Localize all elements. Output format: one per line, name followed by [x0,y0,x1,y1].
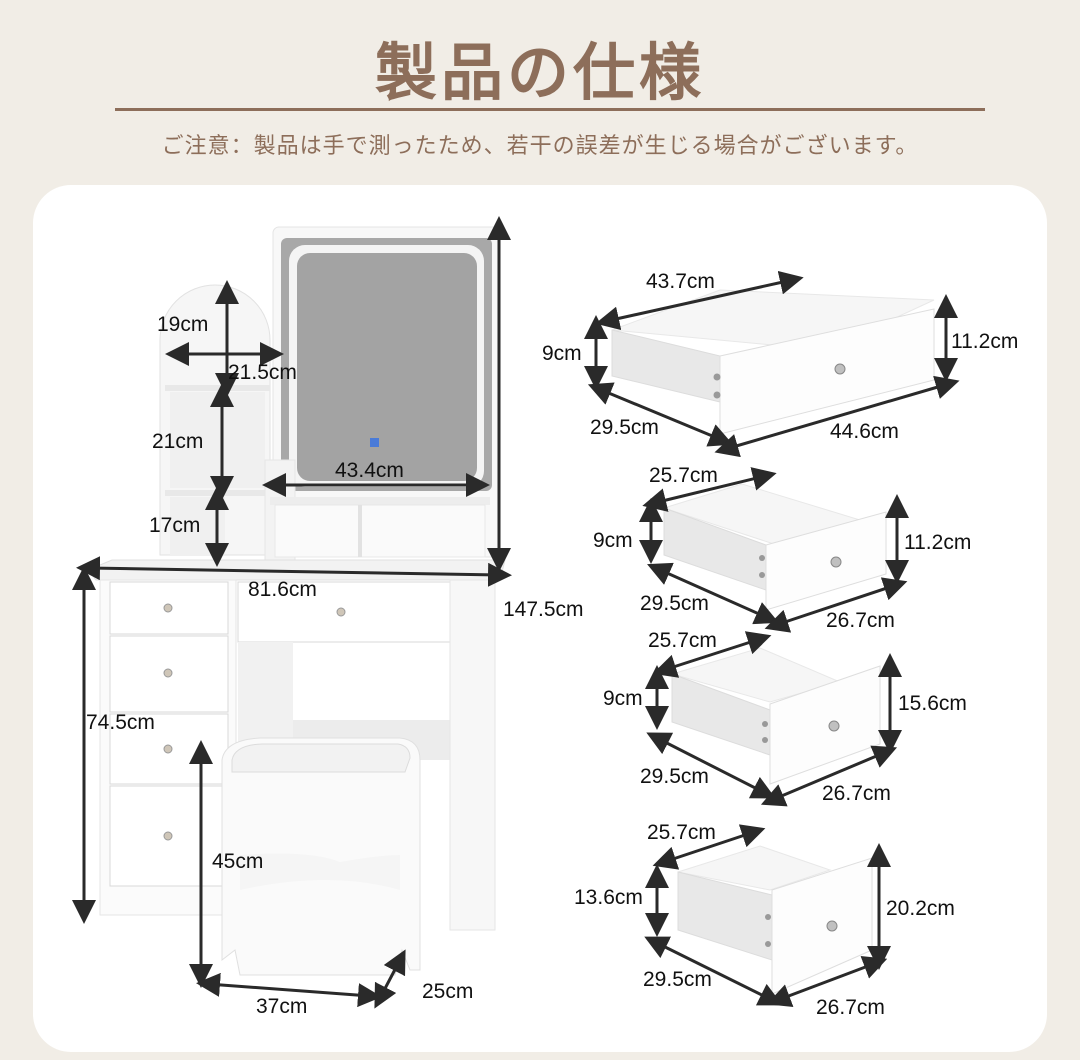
drawer-1-illustration [611,289,935,435]
drawer-3-side-height-label: 9cm [603,687,643,710]
drawer-2-front-width-label: 26.7cm [826,609,895,632]
mirror-width-label: 43.4cm [335,459,404,482]
drawer-4-front-height-label: 20.2cm [886,897,955,920]
page-title: 製品の仕様 [374,36,705,109]
shelf-width-label: 21.5cm [228,361,297,384]
stool-height-label: 45cm [212,850,264,873]
drawer-4-back-width-label: 25.7cm [647,821,716,844]
drawer-1-back-width-label: 43.7cm [646,270,715,293]
table-height-label: 74.5cm [86,711,155,734]
stool-depth-label: 25cm [422,980,474,1003]
drawer-1-front-width-label: 44.6cm [830,420,899,443]
drawer-1-side-height-label: 9cm [542,342,582,365]
measurement-notice: ご注意：製品は手で測ったため、若干の誤差が生じる場合がございます。 [161,134,919,159]
touch-sensor-icon [370,438,379,447]
drawer-4-depth-label: 29.5cm [643,968,712,991]
shelf-lower-height-label: 17cm [149,514,201,537]
drawer-3-front-height-label: 15.6cm [898,692,967,715]
drawer-3-illustration [670,647,881,785]
drawer-4-side-height-label: 13.6cm [574,886,643,909]
drawer-4-front-width-label: 26.7cm [816,996,885,1016]
drawer-2-front-height-label: 11.2cm [904,531,972,554]
drawer-3-back-width-label: 25.7cm [648,629,717,652]
shelf-arch-height-label: 19cm [157,313,209,336]
drawer-1-front-height-label: 11.2cm [951,330,1019,353]
total-height-label: 147.5cm [503,598,584,621]
drawer-2-depth-label: 29.5cm [640,592,709,615]
stool-width-label: 37cm [256,995,308,1018]
drawer-2-back-width-label: 25.7cm [649,464,718,487]
title-divider [115,108,985,111]
drawer-2-side-height-label: 9cm [593,529,633,552]
drawer-1-depth-label: 29.5cm [590,416,659,439]
shelf-middle-height-label: 21cm [152,430,204,453]
drawer-3-depth-label: 29.5cm [640,765,709,788]
drawer-3-front-width-label: 26.7cm [822,782,891,805]
table-width-label: 81.6cm [248,578,317,601]
